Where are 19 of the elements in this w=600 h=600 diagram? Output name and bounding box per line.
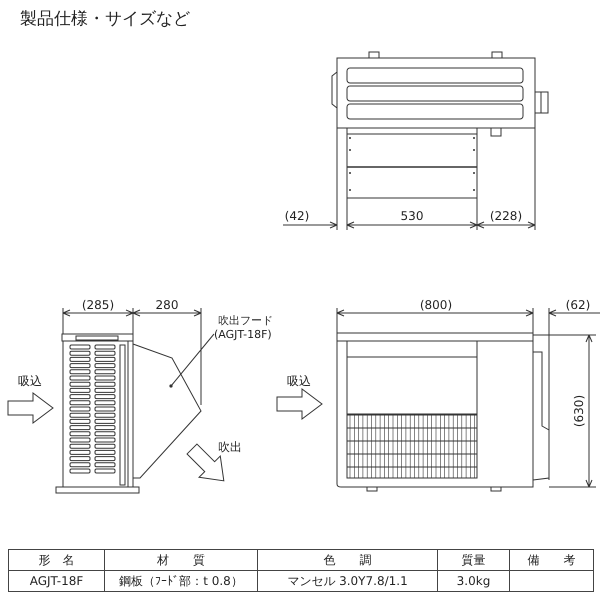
dimension-label: (630) (572, 394, 586, 428)
dimension-label: 280 (156, 298, 178, 312)
header-cell: 備 考 (509, 549, 594, 571)
leader-line (169, 334, 214, 388)
callout-text: (AGJT-18F) (214, 328, 273, 342)
dimension-label: (800) (420, 298, 452, 312)
header-cell: 形 名 (8, 549, 105, 571)
dimension-label: (285) (82, 298, 114, 312)
dimension-label: (42) (284, 209, 310, 223)
airflow-label: 吸込 (287, 374, 311, 388)
hood-drawing (132, 343, 202, 478)
airflow-label: 吸込 (18, 374, 42, 388)
page-title: 製品仕様・サイズなど (20, 9, 190, 29)
callout-text: 吹出フード (218, 314, 273, 328)
dimension-label: (228) (490, 209, 522, 223)
dimension-label: (62) (566, 298, 590, 312)
airflow-label: 吹出 (218, 440, 242, 454)
dimension-label: 530 (400, 209, 424, 223)
table-cell: AGJT-18F (8, 570, 105, 592)
